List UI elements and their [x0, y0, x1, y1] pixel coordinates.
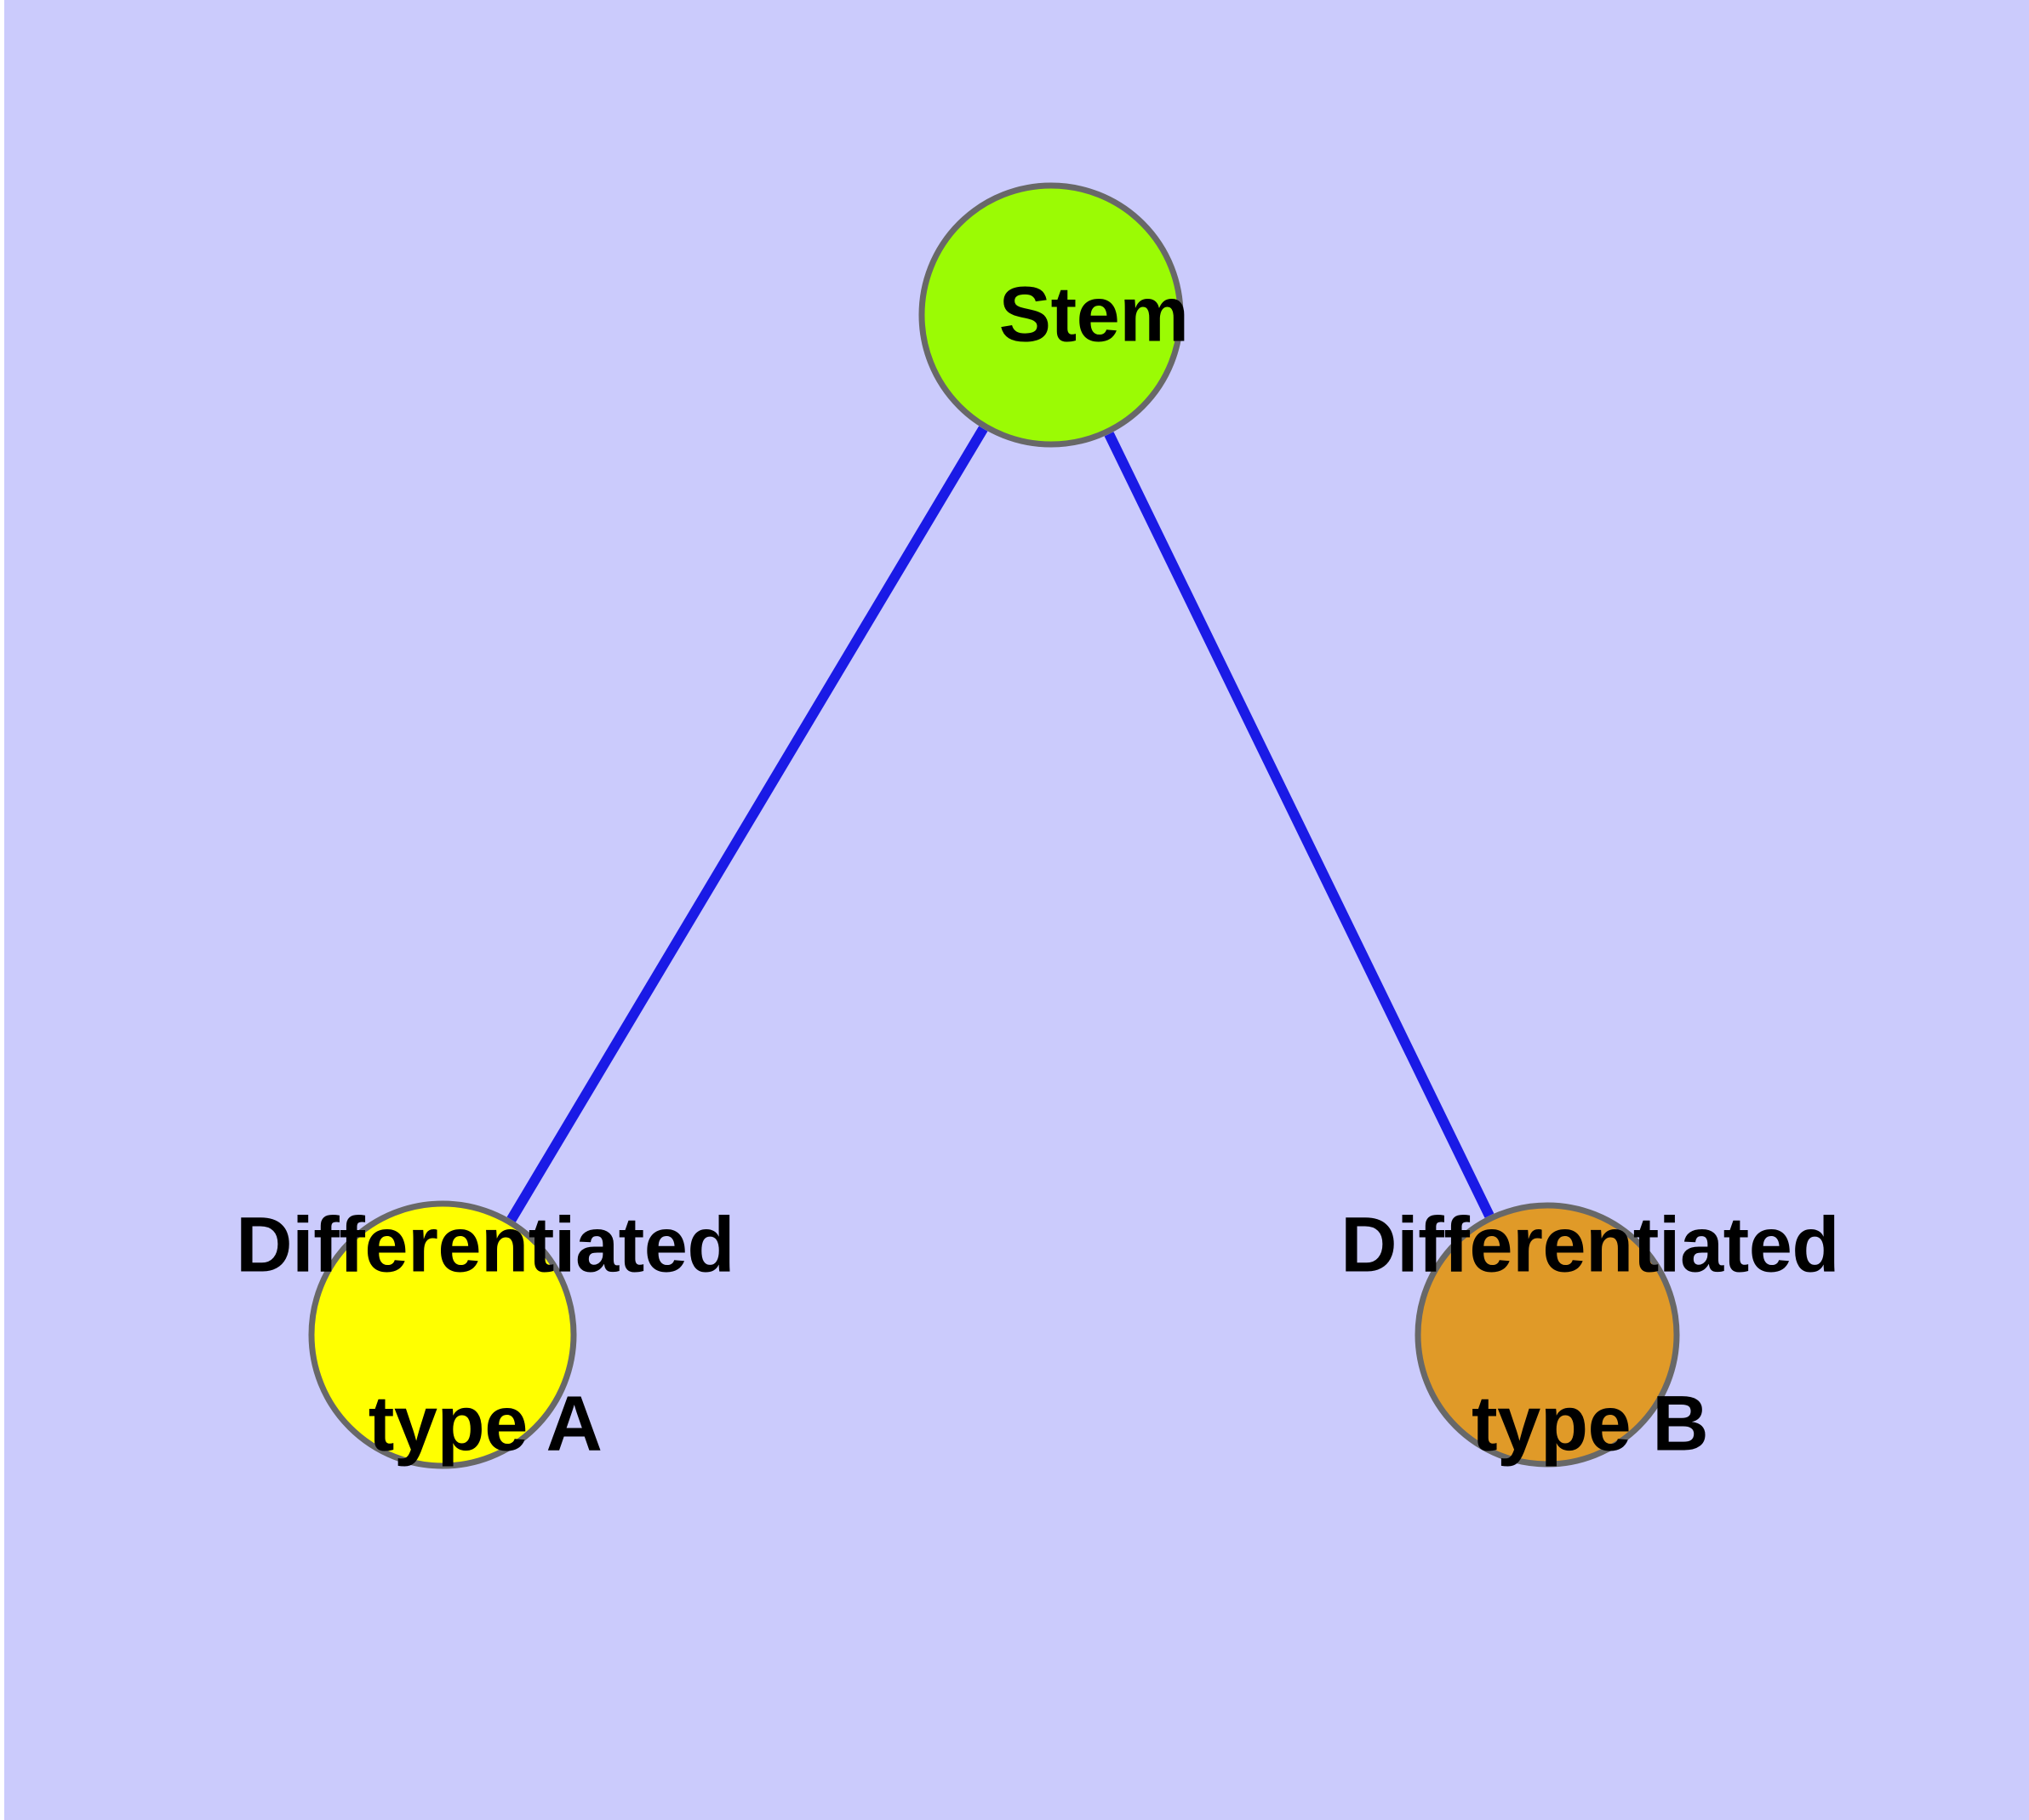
edge-stem-to-differentiated-type-b [1104, 432, 1495, 1218]
node-layer [308, 182, 1680, 1469]
node-differentiated-type-b[interactable] [1415, 1202, 1680, 1468]
node-stem[interactable] [918, 182, 1184, 448]
edge-layer [506, 426, 1495, 1222]
edge-stem-to-differentiated-type-a [506, 426, 988, 1222]
node-differentiated-type-a[interactable] [308, 1200, 577, 1469]
